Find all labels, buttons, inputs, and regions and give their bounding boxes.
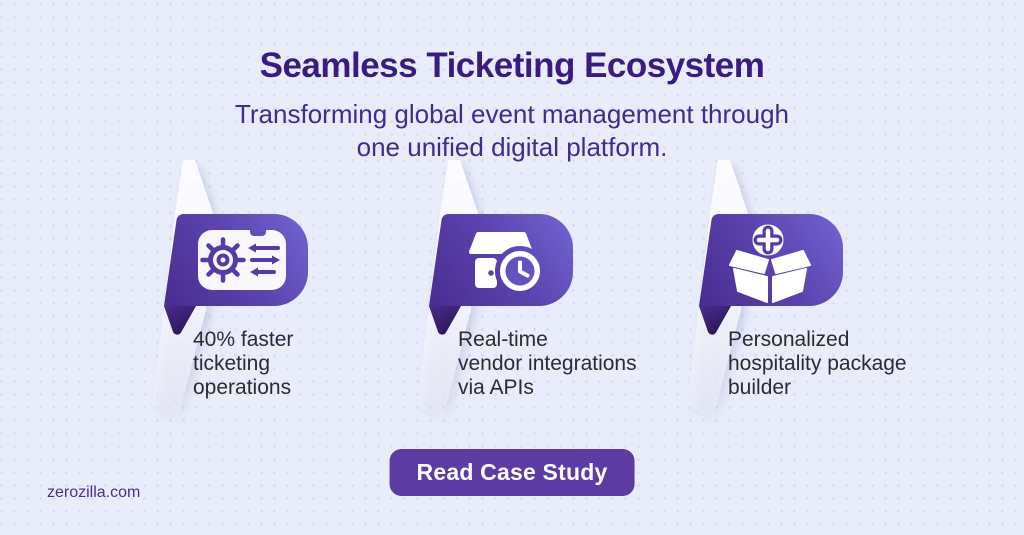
feature-card-hospitality: Personalized hospitality package builder	[685, 160, 945, 440]
caption-line: via APIs	[458, 376, 534, 399]
box-plus-icon	[729, 219, 811, 303]
caption-line: vendor integrations	[458, 352, 637, 375]
caption-line: ticketing	[193, 352, 271, 375]
caption-line: Personalized	[728, 328, 850, 351]
feature-caption: 40% faster ticketing operations	[193, 328, 293, 400]
feature-caption: Personalized hospitality package builder	[728, 328, 907, 400]
badge-tail	[699, 306, 731, 335]
caption-line: Real-time	[458, 328, 548, 351]
caption-line: hospitality package	[728, 352, 907, 375]
badge-bubble	[699, 214, 843, 335]
badge-bubble	[164, 214, 308, 335]
feature-caption: Real-time vendor integrations via APIs	[458, 328, 637, 400]
storefront-clock-icon	[469, 232, 545, 296]
caption-line: builder	[728, 376, 792, 399]
badge-bubble	[429, 214, 573, 335]
page-subtitle: Transforming global event management thr…	[0, 98, 1024, 164]
subtitle-line-2: one unified digital platform.	[356, 132, 668, 162]
badge-tail	[164, 306, 196, 335]
website-url: zerozilla.com	[47, 484, 141, 501]
feature-card-vendors: Real-time vendor integrations via APIs	[415, 160, 675, 440]
page-title: Seamless Ticketing Ecosystem	[259, 46, 765, 85]
gear-sliders-icon	[198, 226, 286, 290]
subtitle-line-1: Transforming global event management thr…	[234, 99, 790, 129]
badge-tail	[429, 306, 461, 335]
caption-line: operations	[193, 376, 292, 399]
read-case-study-button[interactable]: Read Case Study	[389, 449, 635, 496]
feature-card-ticketing: 40% faster ticketing operations	[150, 160, 410, 440]
caption-line: 40% faster	[193, 328, 294, 351]
